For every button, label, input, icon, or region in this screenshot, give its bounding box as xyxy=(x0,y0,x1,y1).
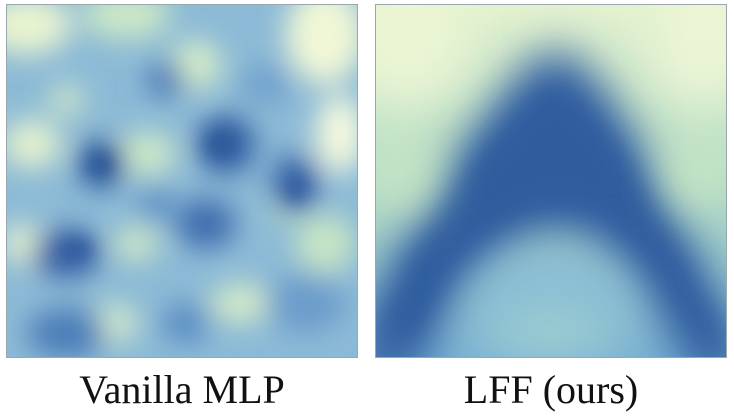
vanilla-mlp-heatmap xyxy=(6,4,358,358)
vanilla-mlp-caption: Vanilla MLP xyxy=(79,367,285,412)
lff-heatmap-image xyxy=(376,5,726,357)
lff-heatmap xyxy=(375,4,727,358)
lff-caption: LFF (ours) xyxy=(463,367,639,412)
vanilla-mlp-heatmap-image xyxy=(7,5,357,357)
